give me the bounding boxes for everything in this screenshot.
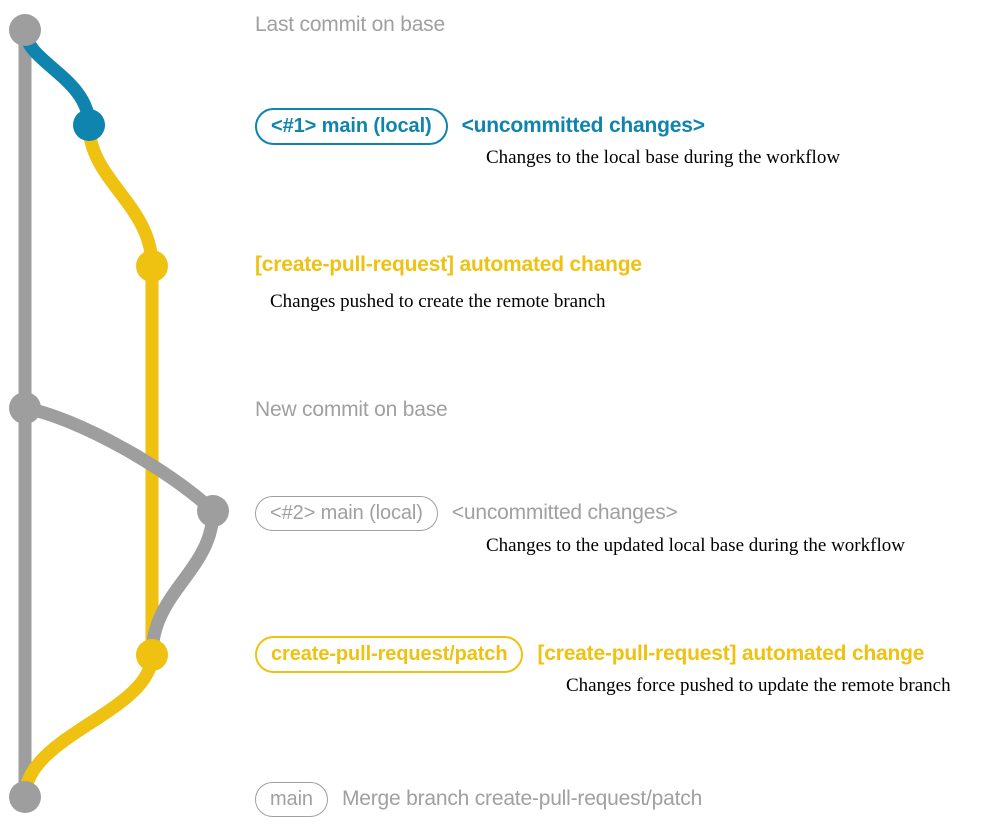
commit-row-local-2: <#2> main (local) <uncommitted changes> [255, 496, 678, 531]
commit-subject-local-1: <uncommitted changes> [461, 114, 705, 137]
commit-row-base-last: Last commit on base [255, 14, 445, 35]
commit-node-merge[interactable] [9, 781, 41, 813]
commit-node-base-new[interactable] [9, 392, 41, 424]
commit-subject-base-last: Last commit on base [255, 13, 445, 36]
commit-subject-patch-1: [create-pull-request] automated change [255, 253, 642, 276]
commit-row-base-new: New commit on base [255, 398, 448, 421]
commit-subject-base-new: New commit on base [255, 398, 448, 421]
edge-base-new-to-local-2 [18, 401, 220, 518]
commit-subject-merge: Merge branch create-pull-request/patch [341, 787, 703, 810]
commit-row-merge: main Merge branch create-pull-request/pa… [255, 782, 702, 817]
commit-node-patch-1[interactable] [136, 250, 168, 282]
commit-node-local-2[interactable] [197, 495, 229, 527]
edge-local-2-to-patch-2 [145, 504, 220, 662]
commit-note-local-1: Changes to the local base during the wor… [486, 147, 841, 168]
commit-note-patch-1: Changes pushed to create the remote bran… [270, 291, 606, 312]
commit-node-base-last[interactable] [9, 14, 41, 46]
branch-badge-patch-2[interactable]: create-pull-request/patch [255, 636, 524, 673]
commit-row-local-1: <#1> main (local) <uncommitted changes> [255, 108, 705, 145]
commit-subject-local-2: <uncommitted changes> [451, 501, 678, 524]
branch-badge-main[interactable]: main [255, 782, 328, 817]
commit-row-patch-1: [create-pull-request] automated change [255, 254, 642, 275]
commit-nodes [9, 14, 229, 813]
branch-badge-local-2[interactable]: <#2> main (local) [255, 496, 438, 531]
commit-row-patch-2: create-pull-request/patch [create-pull-r… [255, 636, 924, 673]
commit-note-local-2: Changes to the updated local base during… [486, 535, 905, 556]
commit-subject-patch-2: [create-pull-request] automated change [537, 642, 925, 665]
commit-node-local-1[interactable] [73, 109, 105, 141]
commit-note-patch-2: Changes force pushed to update the remot… [566, 675, 951, 696]
branch-badge-local-1[interactable]: <#1> main (local) [255, 108, 448, 145]
edge-patch-2-to-merge [18, 648, 159, 804]
edge-local-1-to-patch-1 [82, 118, 159, 273]
commit-node-patch-2[interactable] [136, 639, 168, 671]
